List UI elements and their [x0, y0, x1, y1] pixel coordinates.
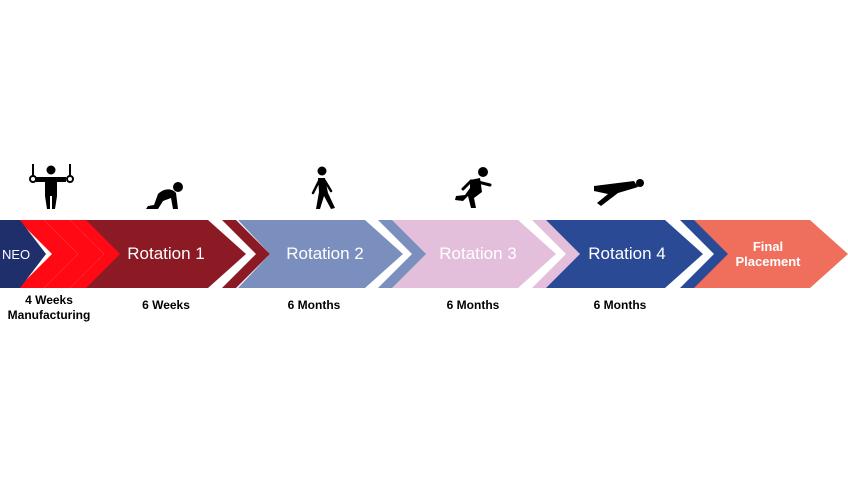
rotation-4-duration: 6 Months	[593, 298, 647, 312]
rings-gymnast-icon	[29, 164, 74, 209]
rotation-1-tail-chevron	[222, 220, 270, 288]
accent-chevron-1	[18, 220, 78, 288]
running-person-icon	[455, 167, 492, 208]
accent-chevron-3	[70, 220, 120, 288]
rotation-3-duration: 6 Months	[446, 298, 500, 312]
rotation-4-arrow	[540, 220, 703, 288]
final-placement-label-line1: Final	[753, 239, 783, 254]
rotation-2-arrow	[238, 220, 403, 288]
rotation-1-label: Rotation 1	[127, 244, 205, 263]
rotation-2-duration: 6 Months	[287, 298, 341, 312]
rotation-4-label: Rotation 4	[588, 244, 666, 263]
rotation-1-duration: 6 Weeks	[142, 298, 190, 312]
rotation-2-label: Rotation 2	[286, 244, 364, 263]
final-placement-arrow	[690, 220, 848, 288]
rotation-1-arrow	[80, 220, 246, 288]
rotation-3-arrow	[392, 220, 556, 288]
neo-arrow	[0, 220, 46, 288]
rotation-3-tail-chevron	[532, 220, 580, 288]
neo-label: NEO	[2, 247, 30, 262]
rotation-4-tail-chevron	[680, 220, 728, 288]
rotation-3-label: Rotation 3	[439, 244, 517, 263]
final-placement-label-line2: Placement	[735, 254, 801, 269]
crawling-person-icon	[146, 182, 183, 209]
neo-duration-line2: Manufacturing	[7, 308, 91, 322]
flying-person-icon	[594, 179, 644, 206]
neo-duration-line1: 4 Weeks	[25, 293, 73, 307]
accent-chevron-2	[44, 220, 104, 288]
rotation-2-tail-chevron	[378, 220, 426, 288]
walking-person-icon	[311, 166, 335, 209]
